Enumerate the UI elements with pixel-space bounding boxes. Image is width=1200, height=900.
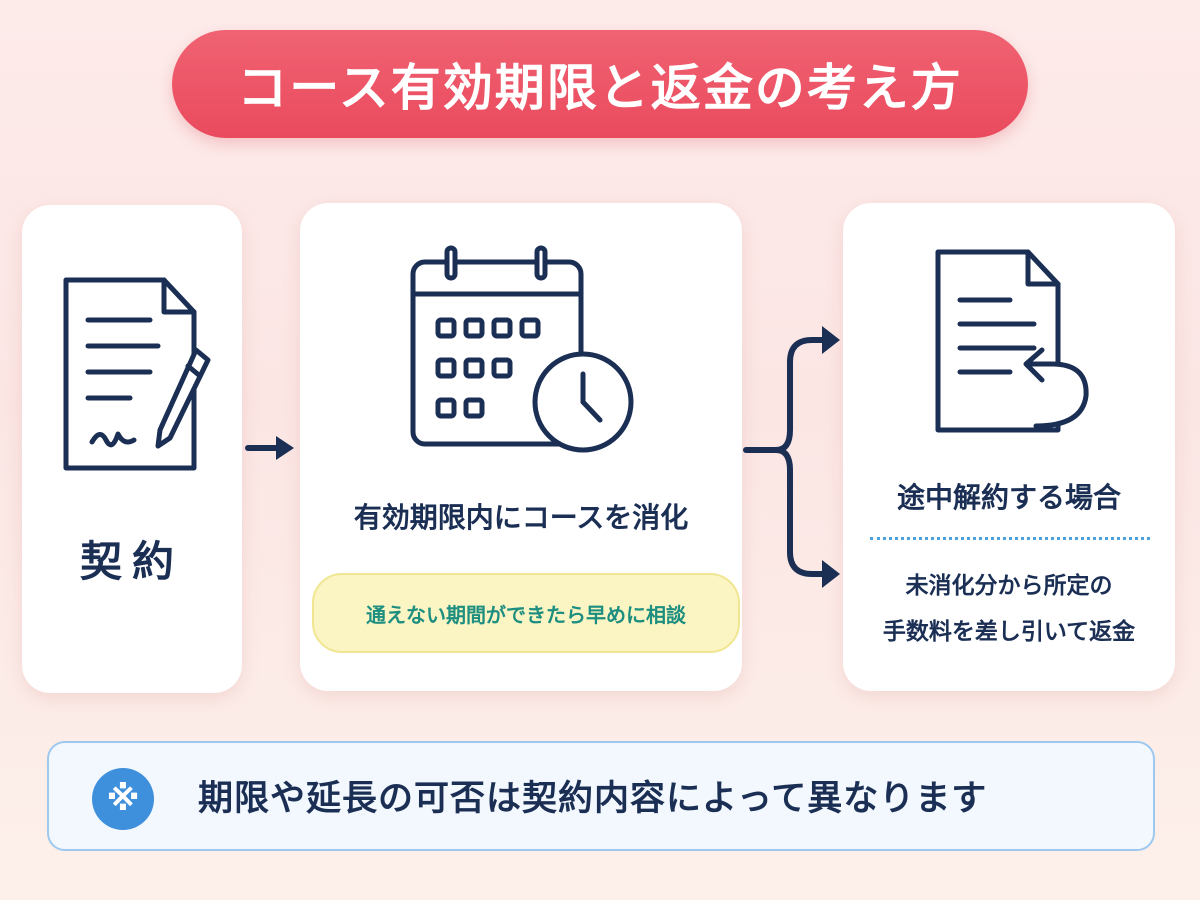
consult-note-text: 通えない期間ができたら早めに相談 [366, 602, 686, 627]
step-card-cancel [843, 203, 1175, 691]
branch-arrow-icon [743, 337, 829, 577]
footer-note-box [47, 741, 1155, 851]
cancel-detail-line-1: 未消化分から所定の [905, 573, 1113, 599]
footer-note-text: 期限や延長の可否は契約内容によって異なります [198, 779, 988, 819]
step-card-contract [22, 205, 242, 693]
cancel-detail-line-2: 手数料を差し引いて返金 [882, 619, 1136, 645]
calendar-clock-icon [410, 245, 634, 453]
note-mark-icon: ※ [92, 768, 154, 830]
page-title: コース有効期限と返金の考え方 [237, 59, 963, 117]
arrow-right-icon [245, 436, 294, 460]
document-refund-icon [935, 249, 1089, 433]
step-label-course: 有効期限内にコースを消化 [353, 501, 689, 534]
step-label-contract: 契約 [79, 537, 184, 586]
dotted-divider [870, 537, 1150, 540]
consult-note: 通えない期間ができたら早めに相談 [312, 573, 740, 653]
title-banner: コース有効期限と返金の考え方 [172, 30, 1028, 138]
step-label-cancel: 途中解約する場合 [896, 481, 1121, 514]
contract-signing-icon [63, 277, 211, 471]
